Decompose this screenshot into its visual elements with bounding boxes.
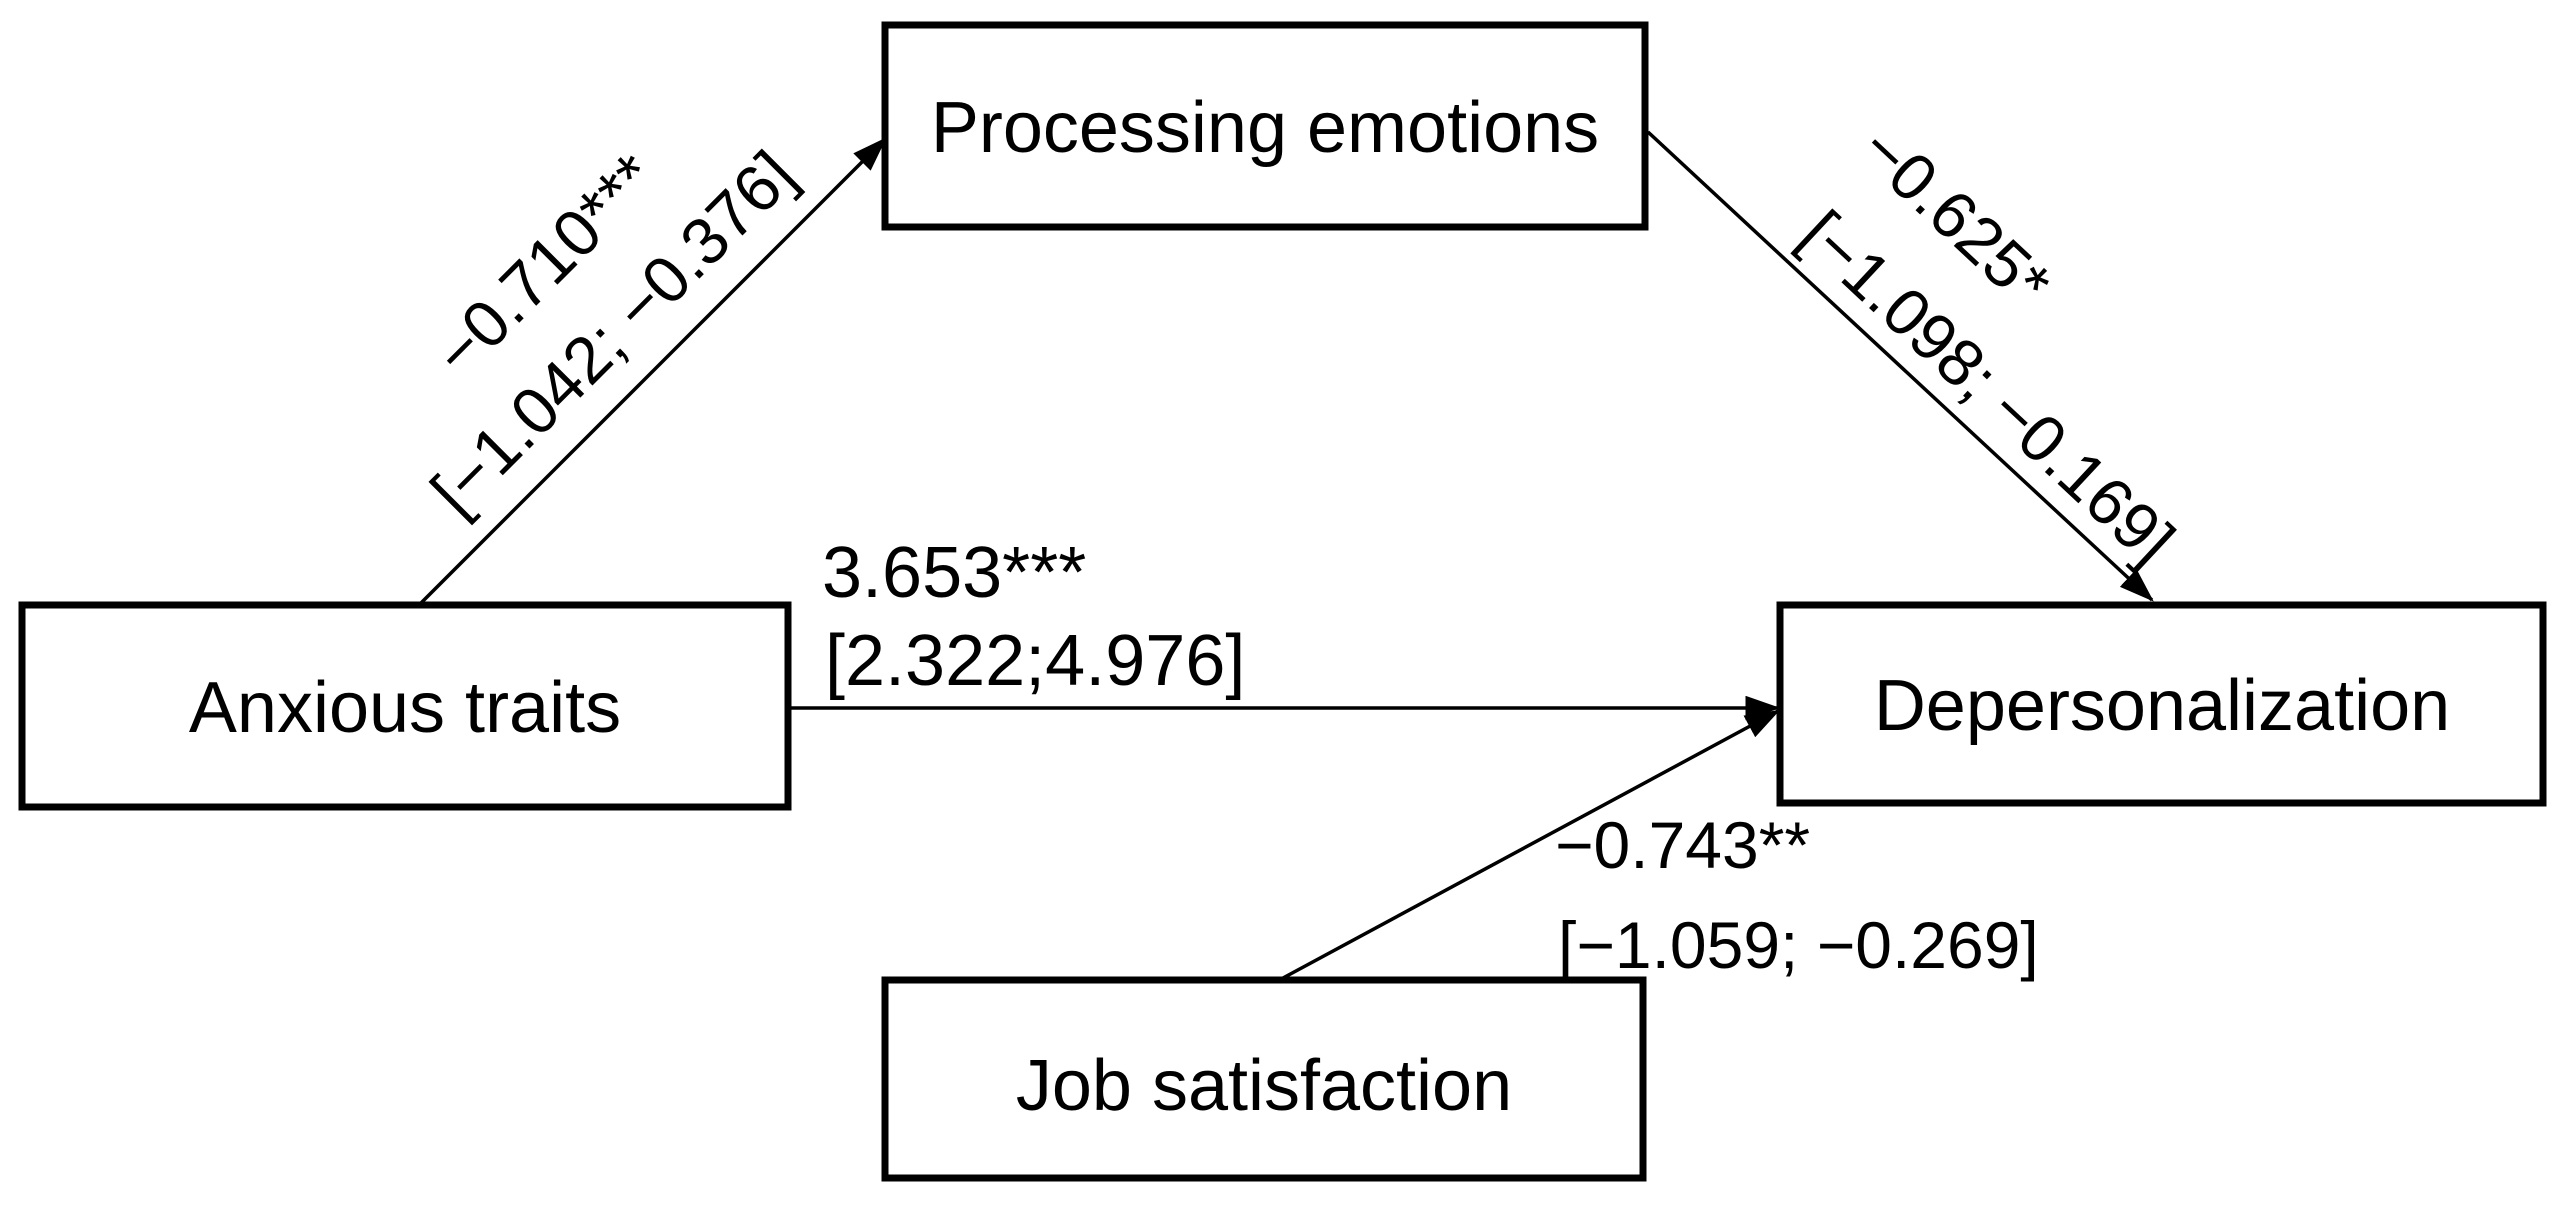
confidence-interval-anxious-to-depersonalization: [2.322;4.976] xyxy=(825,621,1245,701)
node-label-processing-emotions: Processing emotions xyxy=(931,88,1599,168)
coefficient-anxious-to-depersonalization: 3.653*** xyxy=(822,533,1086,613)
node-label-job-satisfaction: Job satisfaction xyxy=(1016,1046,1512,1126)
node-box-job-satisfaction xyxy=(881,976,1647,1182)
node-box-depersonalization xyxy=(1776,601,2547,807)
node-label-anxious-traits: Anxious traits xyxy=(189,668,621,748)
node-job-satisfaction: Job satisfaction xyxy=(881,976,1647,1182)
coefficient-job-to-depersonalization: −0.743** xyxy=(1555,808,1810,882)
arrow-job-to-depersonalization xyxy=(1282,709,1781,980)
arrow-anxious-to-processing xyxy=(417,137,887,607)
arrow-processing-to-depersonalization xyxy=(1646,130,2154,602)
node-box-processing-emotions xyxy=(881,21,1649,231)
node-processing-emotions: Processing emotions xyxy=(881,21,1649,231)
node-anxious-traits: Anxious traits xyxy=(18,601,792,811)
node-depersonalization: Depersonalization xyxy=(1776,601,2547,807)
confidence-interval-job-to-depersonalization: [−1.059; −0.269] xyxy=(1558,908,2039,982)
node-box-anxious-traits xyxy=(18,601,792,811)
node-label-depersonalization: Depersonalization xyxy=(1874,666,2450,746)
